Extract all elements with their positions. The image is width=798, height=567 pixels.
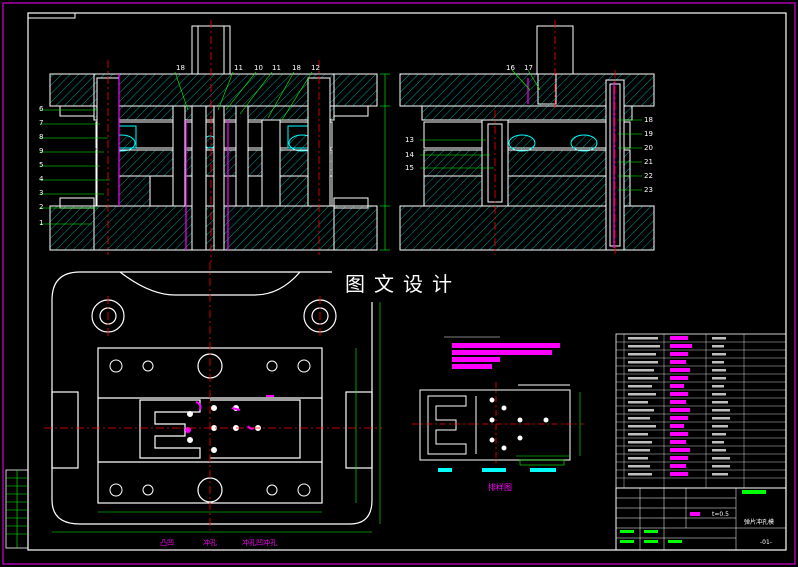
part-no-13: 13 <box>405 136 414 144</box>
front-centerlines <box>107 20 320 262</box>
side-section-view <box>399 25 655 251</box>
parts-list <box>615 333 787 489</box>
side-leaders <box>420 69 642 191</box>
part-no-23: 23 <box>644 186 653 194</box>
part-no-top-12: 12 <box>311 64 320 72</box>
part-no-20: 20 <box>644 144 653 152</box>
part-no-top-18a: 18 <box>176 64 185 72</box>
binding-strip-cells <box>6 470 28 548</box>
strip-dimensions <box>438 392 581 472</box>
part-no-4: 4 <box>39 175 44 183</box>
strip-caption: 排样图 <box>488 482 512 492</box>
part-no-5: 5 <box>39 161 43 169</box>
side-part-numbers: 16 17 13 14 15 18 19 20 21 22 23 <box>405 64 653 194</box>
technical-notes <box>444 336 560 369</box>
part-no-22: 22 <box>644 172 653 180</box>
side-highlights <box>527 78 615 248</box>
part-no-16: 16 <box>506 64 515 72</box>
title-block: t=0.5 弹片冲孔模 -01- <box>615 487 787 551</box>
front-highlights <box>118 74 229 250</box>
plan-bottom-labels: 凸凹 冲孔 冲孔凹冲孔 <box>160 538 277 547</box>
front-dimensions <box>380 73 390 251</box>
plan-highlights <box>185 395 274 433</box>
part-no-6: 6 <box>39 105 44 113</box>
part-no-3: 3 <box>39 189 43 197</box>
part-no-top-18b: 18 <box>292 64 301 72</box>
title-drawing-name: 弹片冲孔模 <box>744 518 774 526</box>
label-punch-die: 凸凹 <box>160 539 174 547</box>
plan-view <box>51 271 373 525</box>
part-no-9: 9 <box>39 147 43 155</box>
part-no-17: 17 <box>524 64 533 72</box>
part-no-19: 19 <box>644 130 653 138</box>
part-no-top-10: 10 <box>254 64 263 72</box>
strip-centerlines <box>412 382 584 466</box>
title-thickness: t=0.5 <box>712 511 729 518</box>
strip-layout <box>419 384 571 461</box>
plan-centerlines <box>44 262 382 530</box>
title-sheet-number: -01- <box>760 539 772 546</box>
front-part-numbers: 6 7 8 9 5 4 3 2 1 18 11 10 11 18 12 <box>39 64 320 227</box>
label-piercing: 冲孔 <box>203 538 217 547</box>
inner-frame <box>27 12 787 551</box>
part-no-2: 2 <box>39 203 43 211</box>
front-section-view <box>49 25 378 251</box>
watermark: 图文设计 <box>332 266 474 302</box>
part-no-14: 14 <box>405 151 414 159</box>
label-piercing-die: 冲孔凹冲孔 <box>242 538 277 547</box>
part-no-8: 8 <box>39 133 43 141</box>
side-centerlines <box>494 20 616 255</box>
frame-corner-mark <box>27 13 76 19</box>
plan-dimensions <box>52 272 381 533</box>
part-no-21: 21 <box>644 158 653 166</box>
part-no-top-11a: 11 <box>234 64 243 72</box>
part-no-top-11b: 11 <box>272 64 281 72</box>
part-no-18: 18 <box>644 116 653 124</box>
front-leaders <box>40 71 313 225</box>
part-no-15: 15 <box>405 164 414 172</box>
strip-holes <box>489 397 549 451</box>
part-no-1: 1 <box>39 219 43 227</box>
part-no-7: 7 <box>39 119 43 127</box>
